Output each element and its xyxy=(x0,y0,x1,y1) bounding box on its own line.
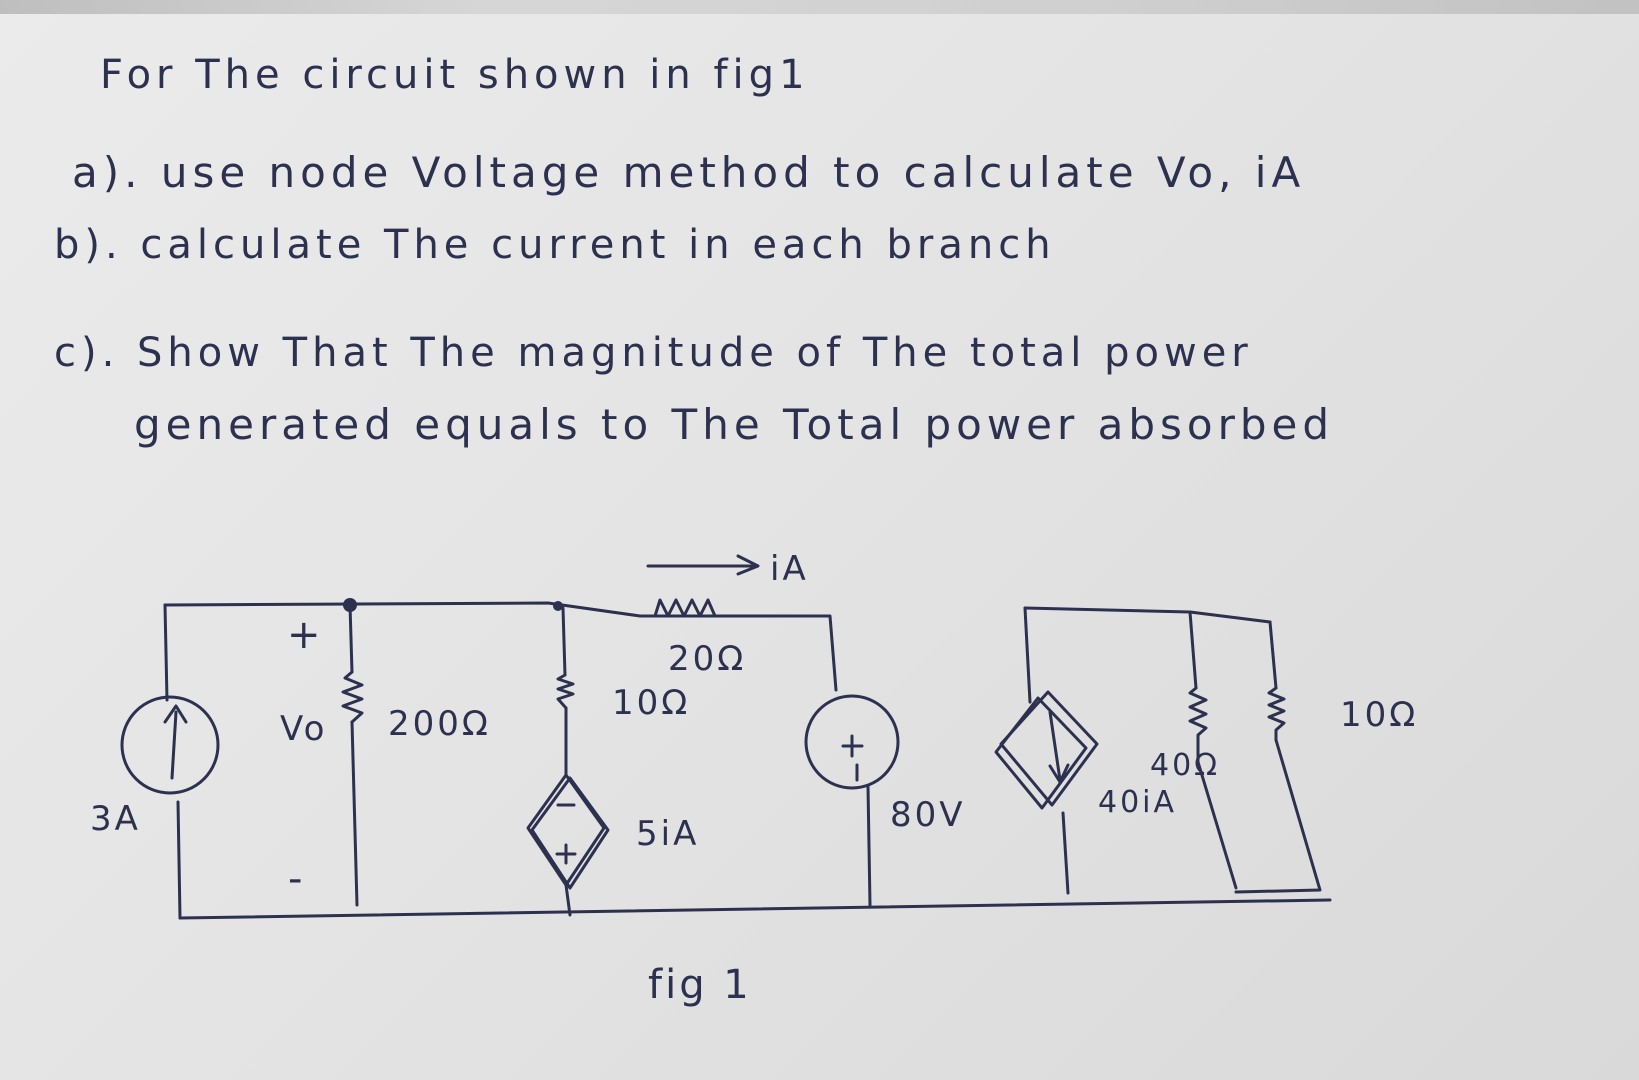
vo-minus-sign: - xyxy=(288,856,305,902)
resistor-200-label: 200Ω xyxy=(388,704,491,744)
node-dot-middle xyxy=(553,601,563,611)
current-source-3a xyxy=(120,695,220,795)
vsrc-80-label: 80V xyxy=(890,795,966,835)
resistor-20-label: 20Ω xyxy=(668,639,746,679)
page-top-edge xyxy=(0,0,1639,14)
branch-3a-wire xyxy=(163,603,182,920)
resistor-200-zigzag xyxy=(341,670,364,724)
problem-part-a: a). use node Voltage method to calculate… xyxy=(72,148,1306,197)
problem-part-b: b). calculate The current in each branch xyxy=(54,222,1056,268)
resistor-10-wire xyxy=(561,606,572,917)
dep-voltage-label: 5iA xyxy=(636,814,699,854)
resistor-10-right-zigzag xyxy=(1267,686,1286,742)
dep-current-label: 40iA xyxy=(1098,785,1177,820)
resistor-40-wire xyxy=(1188,610,1238,890)
resistor-10-label: 10Ω xyxy=(612,683,690,723)
dependent-voltage-source xyxy=(526,773,610,890)
problem-intro: For The circuit shown in fig1 xyxy=(100,52,810,98)
vsrc-80-wire xyxy=(866,785,872,907)
figure-caption: fig 1 xyxy=(648,962,752,1008)
vo-label: Vo xyxy=(280,709,327,749)
resistor-10-right-wire xyxy=(1234,620,1322,894)
vo-plus-sign: + xyxy=(287,612,324,658)
resistor-40-zigzag xyxy=(1188,686,1208,764)
resistor-10-zigzag xyxy=(556,673,575,710)
resistor-20-zigzag xyxy=(653,598,717,618)
dependent-current-source xyxy=(994,690,1099,810)
ia-arrow xyxy=(646,554,760,576)
problem-part-c-line2: generated equals to The Total power abso… xyxy=(134,400,1335,449)
bottom-wire xyxy=(178,898,1332,920)
right-left-wire xyxy=(1023,606,1070,895)
problem-part-c-line1: c). Show That The magnitude of The total… xyxy=(54,330,1253,376)
right-top-wire xyxy=(1023,606,1272,624)
resistor-10-right-label: 10Ω xyxy=(1340,695,1418,735)
resistor-40-label: 40Ω xyxy=(1150,748,1220,783)
top-wire xyxy=(163,601,838,692)
ia-label: iA xyxy=(770,549,809,589)
resistor-200-wire xyxy=(348,603,359,907)
source-3a-label: 3A xyxy=(90,799,141,839)
voltage-source-80v xyxy=(804,694,900,790)
